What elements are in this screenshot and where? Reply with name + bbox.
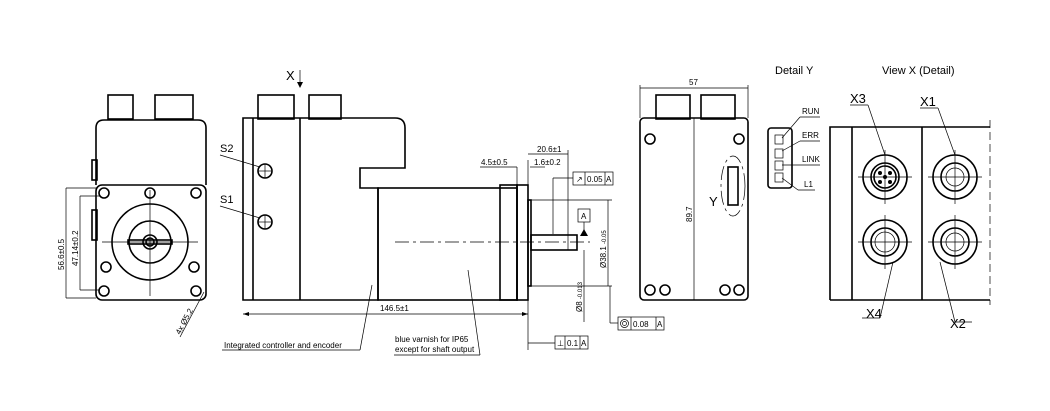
perpendicularity-value: 0.1: [567, 339, 579, 348]
led-link: LINK: [782, 155, 820, 166]
svg-text:X2: X2: [950, 316, 966, 331]
connector-x3: X3: [850, 91, 912, 204]
holes-dim: 4x Ø5.2: [174, 306, 195, 335]
runout-tolerance-frame: ↗ 0.05 A: [552, 171, 614, 234]
pilot-diameter-dim: Ø38.1 -0.05: [599, 230, 608, 268]
detail-y-title: Detail Y: [775, 65, 814, 77]
svg-text:X4: X4: [866, 306, 882, 321]
svg-text:ERR: ERR: [802, 131, 819, 140]
led-err: ERR: [781, 131, 820, 152]
switch-s1: [257, 214, 273, 230]
s1-label: S1: [220, 194, 233, 206]
runout-icon: ↗: [576, 175, 583, 184]
perpendicularity-tolerance-frame: ⊥ 0.1 A: [527, 300, 589, 350]
concentricity-value: 0.08: [633, 320, 649, 329]
detail-y: Detail Y RUN ERR LINK L1: [767, 65, 820, 191]
controller-note: Integrated controller and encoder: [224, 341, 342, 350]
rear-view: 57 89.7 Y: [639, 78, 749, 301]
datum-a-label: A: [581, 212, 587, 221]
height-dim: 89.7: [685, 206, 694, 222]
mounting-hole-icon: [98, 187, 202, 297]
view-x-title: View X (Detail): [882, 65, 955, 77]
varnish-note-1: blue varnish for IP65: [395, 335, 469, 344]
connector-x1: X1: [920, 94, 982, 204]
detail-y-marker: Y: [709, 194, 718, 209]
svg-text:L1: L1: [804, 180, 813, 189]
led-run: RUN: [781, 107, 820, 139]
svg-text:LINK: LINK: [802, 155, 820, 164]
outer-square-dim: 56.6±0.5: [57, 238, 66, 270]
front-view: 56.6±0.5 47.14±0.2 4x Ø5.2: [57, 94, 207, 338]
view-x-arrow-label: X: [286, 68, 295, 83]
pilot-height-dim: 1.6±0.2: [534, 158, 561, 167]
connector-x4: X4: [858, 215, 912, 321]
svg-text:X1: X1: [920, 94, 936, 109]
shaft-diameter-dim: Ø8 -0.013: [575, 281, 584, 312]
perpendicularity-icon: ⊥: [557, 339, 564, 348]
connector-x2: X2: [928, 215, 982, 331]
concentricity-datum: A: [657, 320, 663, 329]
svg-text:RUN: RUN: [802, 107, 820, 116]
width-dim: 57: [689, 78, 698, 87]
svg-text:X3: X3: [850, 91, 866, 106]
runout-value: 0.05: [587, 175, 603, 184]
runout-datum: A: [606, 175, 612, 184]
view-x-detail: View X (Detail) X3 X1 X4 X2: [829, 65, 991, 331]
led-l1: L1: [781, 177, 815, 191]
hole-pitch-dim: 47.14±0.2: [71, 230, 80, 266]
perpendicularity-datum: A: [581, 339, 587, 348]
varnish-note-2: except for shaft output: [395, 345, 475, 354]
flange-thickness-dim: 4.5±0.5: [481, 158, 508, 167]
s2-label: S2: [220, 143, 233, 155]
side-view: X S2 S1 146.5±1 Integrated controller an…: [219, 68, 665, 356]
length-dim: 146.5±1: [380, 304, 409, 313]
mounting-hole-icon: [644, 133, 745, 296]
concentricity-icon: [620, 319, 629, 328]
shaft-length-dim: 20.6±1: [537, 145, 562, 154]
concentricity-tolerance-frame: 0.08 A: [609, 286, 665, 331]
switch-s2: [257, 163, 273, 179]
